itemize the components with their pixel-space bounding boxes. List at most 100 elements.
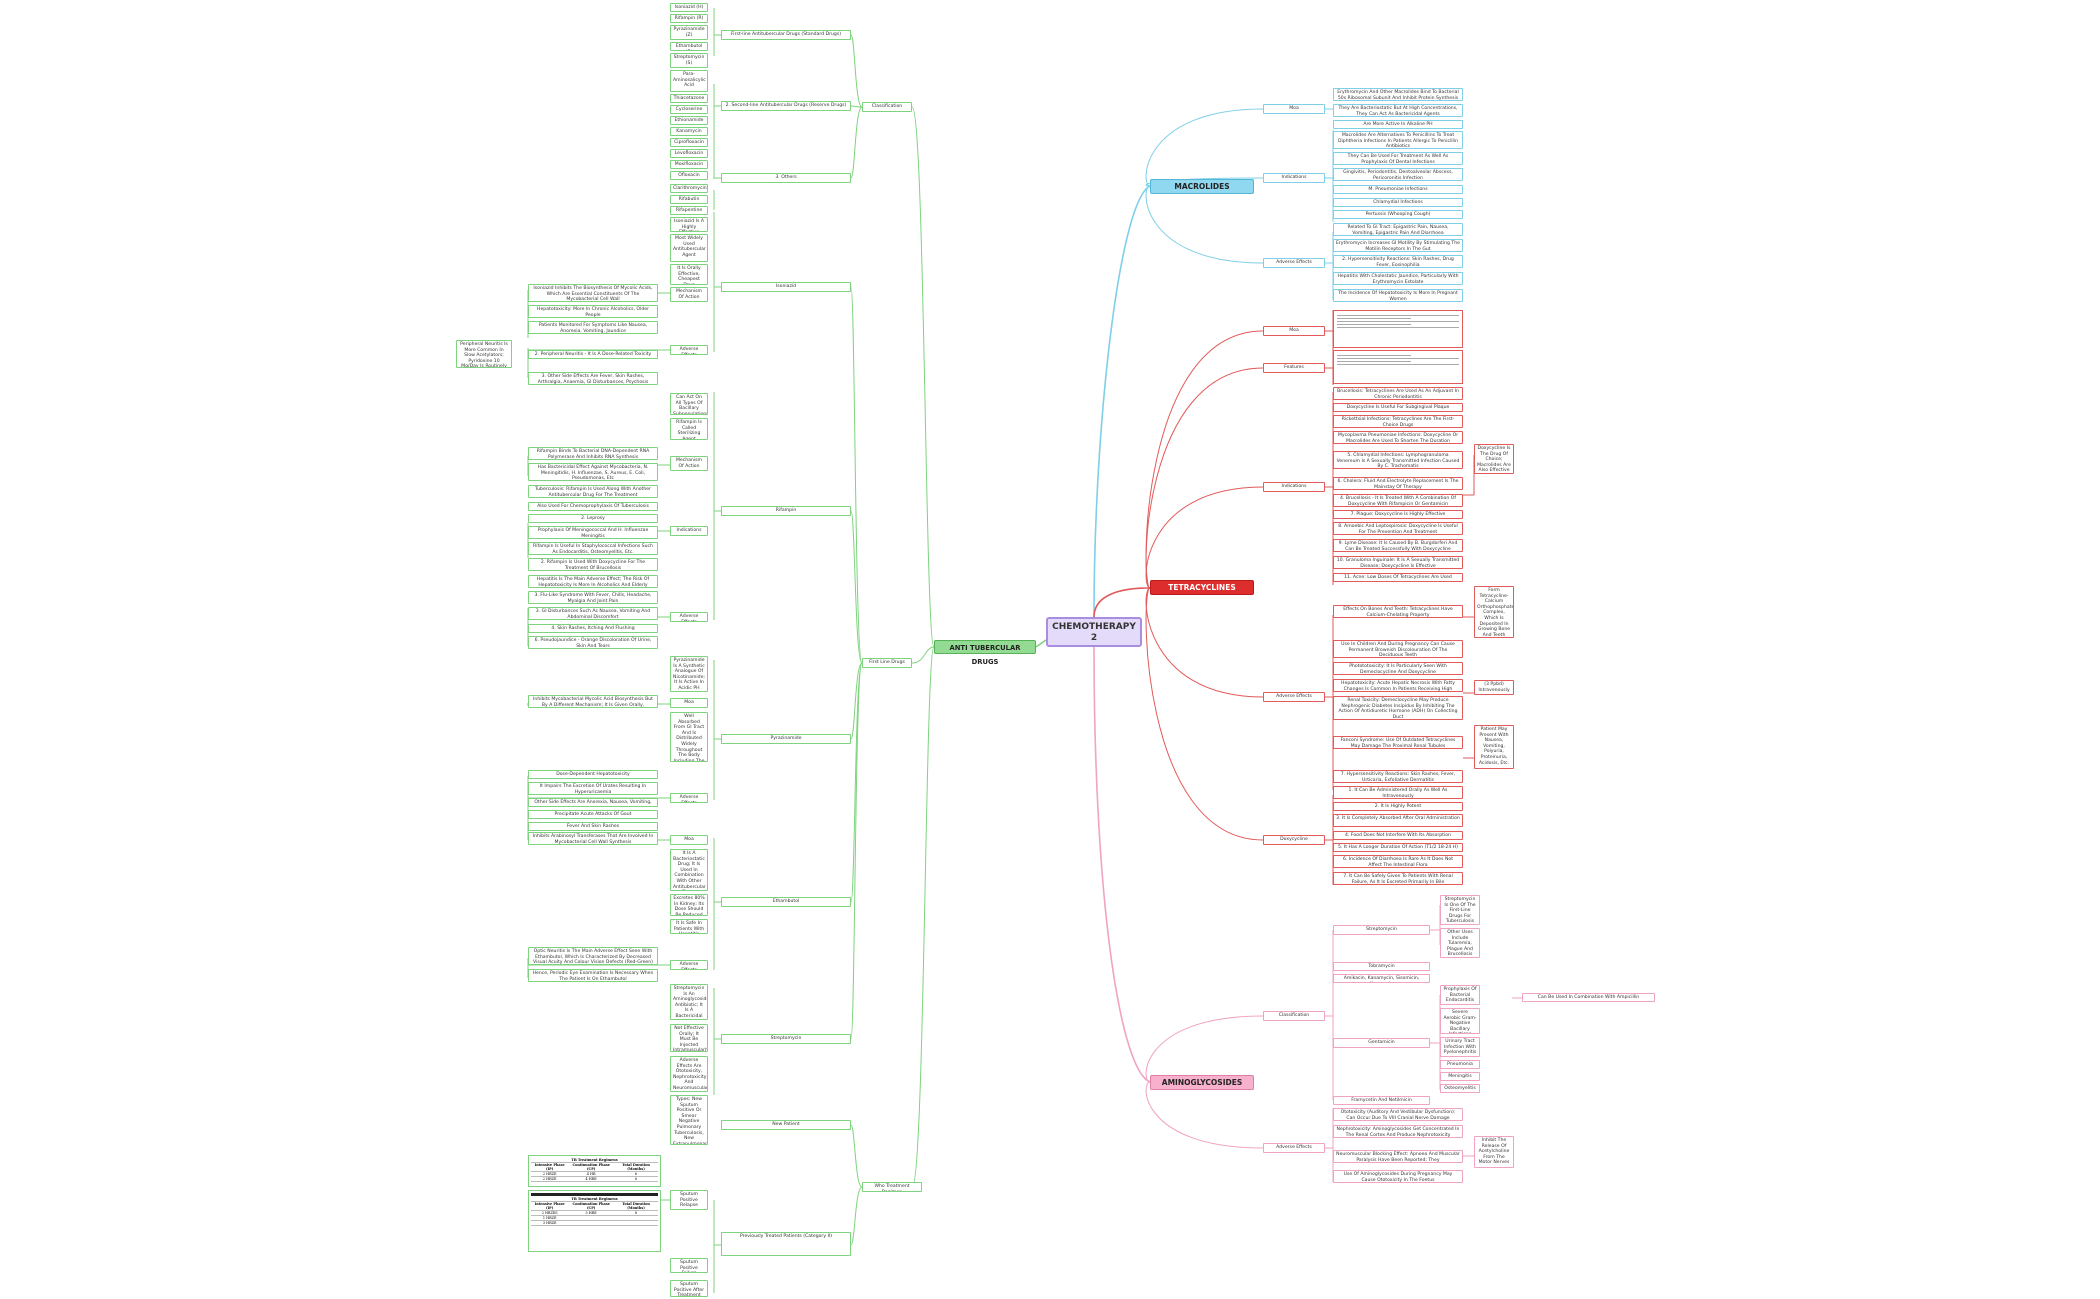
amino-gent-item[interactable]: Pneumonia xyxy=(1440,1060,1480,1069)
amino-strep-note[interactable]: Streptomycin Is One Of The First-Line Dr… xyxy=(1440,895,1480,925)
amino-nm-note[interactable]: Inhibit The Release Of Acetylcholine Fro… xyxy=(1474,1136,1514,1168)
drug-item[interactable]: Kanamycin xyxy=(670,127,708,136)
who-new-patient[interactable]: New Patient xyxy=(721,1120,851,1130)
tetra-ind-item[interactable]: 10. Granuloma Inguinale: It Is A Sexuall… xyxy=(1333,556,1463,569)
class-others[interactable]: 3. Others xyxy=(721,173,851,183)
topic-tetracyclines[interactable]: TETRACYCLINES xyxy=(1150,580,1254,595)
pyrazinamide-ae-item[interactable]: It Impairs The Excretion Of Urates Resul… xyxy=(528,782,658,795)
amino-classification[interactable]: Classification xyxy=(1263,1011,1325,1021)
pyrazinamide-ae-item[interactable]: Fever And Skin Rashes xyxy=(528,822,658,831)
pyrazinamide-ae-item[interactable]: Dose-Dependent Hepatotoxicity xyxy=(528,770,658,779)
macrolides-ae-item[interactable]: 2. Hypersensitivity Reactions: Skin Rash… xyxy=(1333,255,1463,268)
rifampin-ae[interactable]: Adverse Effects xyxy=(670,612,708,622)
rifampin-moa[interactable]: Mechanism Of Action xyxy=(670,456,708,471)
root-node[interactable]: CHEMOTHERAPY 2 xyxy=(1046,617,1142,647)
amino-streptomycin[interactable]: Streptomycin xyxy=(1333,925,1430,935)
tetra-fanconi-note[interactable]: Patient May Present With Nausea, Vomitin… xyxy=(1474,725,1514,769)
drug-item[interactable]: Rifampin (R) xyxy=(670,14,708,23)
tetra-ind-item[interactable]: Doxycycline Is Useful For Subgingival Pl… xyxy=(1333,403,1463,412)
rifampin-ae-item[interactable]: 4. Skin Rashes, Itching And Flushing xyxy=(528,624,658,633)
tetra-ind-item[interactable]: 5. Chlamydial Infections: Lymphogranulom… xyxy=(1333,451,1463,469)
ethambutol-intro[interactable]: It Is Safe In Patients With Hepatitis xyxy=(670,919,708,934)
topic-anti-tubercular-drugs[interactable]: ANTI TUBERCULAR DRUGS xyxy=(934,640,1036,666)
amino-strep-note[interactable]: Other Uses Include Tularemia, Plague And… xyxy=(1440,928,1480,958)
topic-aminoglycosides[interactable]: AMINOGLYCOSIDES xyxy=(1150,1075,1254,1090)
macrolides-ind-item[interactable]: Gingivitis, Periodontitis, Dentoalveolar… xyxy=(1333,168,1463,181)
rifampin-ae-item[interactable]: 3. Flu-Like Syndrome With Fever, Chills,… xyxy=(528,591,658,604)
doxy-item[interactable]: 7. It Can Be Safely Given To Patients Wi… xyxy=(1333,872,1463,885)
tetra-chlamydia-note[interactable]: Doxycycline Is The Drug Of Choice; Macro… xyxy=(1474,444,1514,474)
macrolides-moa[interactable]: Moa xyxy=(1263,104,1325,114)
drug-item[interactable]: Para-Aminosalicylic Acid xyxy=(670,70,708,92)
rifampin-moa-item[interactable]: Rifampin Binds To Bacterial DNA-Dependen… xyxy=(528,447,658,460)
tetra-doxycycline[interactable]: Doxycycline xyxy=(1263,835,1325,845)
who-prev-item[interactable]: Sputum Positive Relapse xyxy=(670,1190,708,1210)
ethambutol-ae[interactable]: Adverse Effects xyxy=(670,960,708,970)
amino-ae-item[interactable]: Neuromuscular Blocking Effect: Apnoea An… xyxy=(1333,1150,1463,1163)
rifampin-ind-item[interactable]: Also Used For Chemoprophylaxis Of Tuberc… xyxy=(528,502,658,511)
tetra-indications[interactable]: Indications xyxy=(1263,482,1325,492)
amino-gentamicin[interactable]: Gentamicin xyxy=(1333,1038,1430,1048)
tetra-ae-item[interactable]: Hepatotoxicity: Acute Hepatic Necrosis W… xyxy=(1333,679,1463,692)
drug-rifampin[interactable]: Rifampin xyxy=(721,506,851,516)
rifampin-ae-item[interactable]: 6. Pseudojaundice - Orange Discoloration… xyxy=(528,636,658,649)
ethambutol-moa[interactable]: Moa xyxy=(670,835,708,845)
ethambutol-intro[interactable]: Excretes 80% In Kidney; Its Dose Should … xyxy=(670,894,708,916)
pyrazinamide-ae-item[interactable]: Other Side Effects Are Anorexia, Nausea,… xyxy=(528,798,658,807)
ethambutol-moa-text[interactable]: Inhibits Arabinosyl Transferases That Ar… xyxy=(528,832,658,845)
ethambutol-intro[interactable]: It Is A Bacteriostatic Drug; It Is Used … xyxy=(670,849,708,891)
drug-item[interactable]: Isoniazid (H) xyxy=(670,3,708,12)
atd-classification[interactable]: Classification xyxy=(862,102,912,112)
drug-item[interactable]: Ethambutol (E) xyxy=(670,42,708,51)
rifampin-moa-item[interactable]: Has Bactericidal Effect Against Mycobact… xyxy=(528,463,658,481)
who-prev-item[interactable]: Sputum Positive After Treatment xyxy=(670,1280,708,1297)
isoniazid-ae-item[interactable]: 2. Peripheral Neuritis - It Is A Dose-Re… xyxy=(528,350,658,359)
drug-item[interactable]: Ethionamide xyxy=(670,116,708,125)
tetra-renal-note[interactable]: (3 Ppbd) Intravenously xyxy=(1474,680,1514,695)
rifampin-ind-item[interactable]: 2. Leprosy xyxy=(528,514,658,523)
rifampin-ae-item[interactable]: Hepatitis Is The Main Adverse Effect; Th… xyxy=(528,575,658,588)
amino-ae-item[interactable]: Ototoxicity (Auditory And Vestibular Dys… xyxy=(1333,1108,1463,1121)
tetra-ae[interactable]: Adverse Effects xyxy=(1263,692,1325,702)
tetra-bones-note[interactable]: Form Tetracycline-Calcium Orthophosphate… xyxy=(1474,586,1514,638)
tetra-ind-item[interactable]: Brucellosis: Tetracyclines Are Used As A… xyxy=(1333,387,1463,400)
tetra-ae-item[interactable]: Fanconi Syndrome: Use Of Outdated Tetrac… xyxy=(1333,736,1463,749)
doxy-item[interactable]: 5. It Has A Longer Duration Of Action (T… xyxy=(1333,843,1463,852)
drug-ethambutol[interactable]: Ethambutol xyxy=(721,897,851,907)
macrolides-ind-item[interactable]: M. Pneumoniae Infections xyxy=(1333,185,1463,194)
macrolides-ae-item[interactable]: The Incidence Of Hepatotoxicity Is More … xyxy=(1333,289,1463,302)
who-new-patient-note[interactable]: Types: New Sputum Positive Or Smear Nega… xyxy=(670,1095,708,1145)
rifampin-ind-item[interactable]: 2. Rifampin Is Used With Doxycycline For… xyxy=(528,558,658,571)
drug-isoniazid[interactable]: Isoniazid xyxy=(721,282,851,292)
macrolides-ae-item[interactable]: Hepatitis With Cholestatic Jaundice, Par… xyxy=(1333,272,1463,285)
tetra-ind-item[interactable]: 11. Acne: Low Doses Of Tetracyclines Are… xyxy=(1333,573,1463,582)
drug-item[interactable]: Cycloserine xyxy=(670,105,708,114)
tetra-ae-item[interactable]: 7. Hypersensitivity Reactions: Skin Rash… xyxy=(1333,770,1463,783)
amino-others[interactable]: Amikacin, Kanamycin, Sisomicin, Neomycin xyxy=(1333,974,1430,983)
amino-ae[interactable]: Adverse Effects xyxy=(1263,1143,1325,1153)
drug-item[interactable]: Clarithromycin xyxy=(670,184,708,193)
amino-gent-item[interactable]: Prophylaxis Of Bacterial Endocarditis xyxy=(1440,985,1480,1005)
tetra-ind-item[interactable]: 7. Plague: Doxycycline Is Highly Effecti… xyxy=(1333,510,1463,519)
macrolides-ae-item[interactable]: Erythromycin Increases GI Motility By St… xyxy=(1333,239,1463,252)
isoniazid-ae-item[interactable]: 3. Other Side Effects Are Fever, Skin Ra… xyxy=(528,372,658,385)
macrolides-moa-text[interactable]: Erythromycin And Other Macrolides Bind T… xyxy=(1333,88,1463,101)
drug-item[interactable]: Rifabutin xyxy=(670,195,708,204)
topic-macrolides[interactable]: MACROLIDES xyxy=(1150,179,1254,194)
drug-item[interactable]: Ciprofloxacin xyxy=(670,138,708,147)
amino-tobramycin[interactable]: Tobramycin xyxy=(1333,962,1430,971)
drug-pyrazinamide[interactable]: Pyrazinamide xyxy=(721,734,851,744)
isoniazid-intro[interactable]: It Is Orally Effective, Cheapest Drug xyxy=(670,264,708,285)
drug-item[interactable]: Thiacetazone xyxy=(670,94,708,103)
rifampin-indications[interactable]: Indications xyxy=(670,526,708,536)
amino-gent-item[interactable]: Meningitis xyxy=(1440,1072,1480,1081)
tetra-ind-item[interactable]: 9. Lyme Disease: It Is Caused By B. Burg… xyxy=(1333,539,1463,552)
streptomycin-item[interactable]: Not Effective Orally; It Must Be Injecte… xyxy=(670,1024,708,1052)
pyrazinamide-intro[interactable]: Pyrazinamide Is A Synthetic Analogue Of … xyxy=(670,656,708,692)
rifampin-ae-item[interactable]: 3. GI Disturbances Such As Nausea, Vomit… xyxy=(528,607,658,620)
class-second-line[interactable]: 2. Second-line Antitubercular Drugs (Res… xyxy=(721,101,851,111)
pyrazinamide-moa-text[interactable]: Inhibits Mycobacterial Mycolic Acid Bios… xyxy=(528,695,658,708)
isoniazid-moa-text[interactable]: Isoniazid Inhibits The Biosynthesis Of M… xyxy=(528,284,658,302)
macrolides-indications[interactable]: Indications xyxy=(1263,173,1325,183)
amino-gent-item[interactable]: Urinary Tract Infection With Pyelonephri… xyxy=(1440,1037,1480,1057)
